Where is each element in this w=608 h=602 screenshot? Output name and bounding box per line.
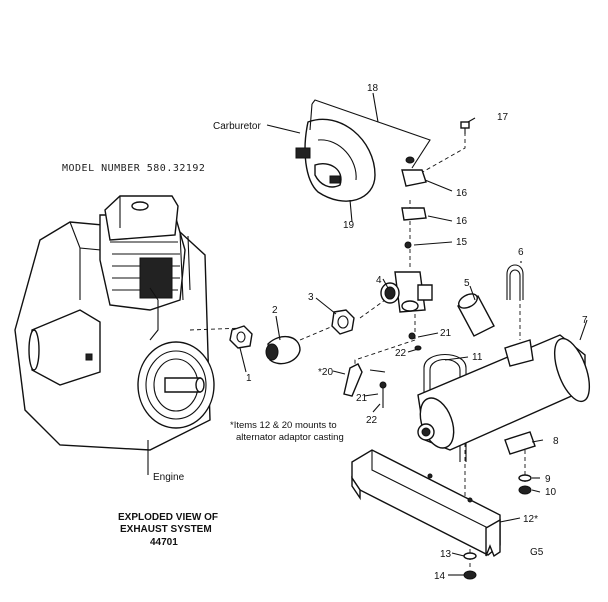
part-6-ubolt [506, 264, 524, 300]
title-line-1: EXPLODED VIEW OF [118, 512, 218, 523]
callout-5: 5 [464, 278, 470, 289]
part-8-clamp [504, 431, 536, 455]
note-line-2: alternator adaptor casting [236, 432, 344, 443]
part-5-nipple [457, 293, 495, 337]
callout-7: 7 [582, 315, 588, 326]
callout-22-upper: 22 [395, 348, 407, 359]
callout-19: 19 [343, 220, 355, 231]
callout-18: 18 [367, 83, 379, 94]
callout-16-upper: 16 [456, 188, 468, 199]
callout-4: 4 [376, 275, 382, 286]
callout-16-lower: 16 [456, 216, 468, 227]
label-engine: Engine [153, 472, 185, 483]
engine-illustration [14, 195, 215, 451]
callout-8: 8 [553, 436, 559, 447]
part-7-muffler [417, 334, 591, 451]
callout-17: 17 [497, 112, 509, 123]
part-16-clamps [401, 156, 427, 221]
callout-20: *20 [318, 367, 333, 378]
part-3-gasket [331, 309, 355, 335]
corner-code: G5 [530, 547, 544, 558]
title-line-3: 44701 [150, 537, 178, 548]
part-2-elbow [265, 335, 301, 365]
callout-12: 12* [523, 514, 538, 525]
callout-14: 14 [434, 571, 446, 582]
part-12-bracket [351, 449, 501, 558]
callout-9: 9 [545, 474, 551, 485]
note-line-1: *Items 12 & 20 mounts to [230, 420, 337, 431]
part-13-14-hardware [463, 552, 477, 580]
callout-6: 6 [518, 247, 524, 258]
part-15-stud [404, 241, 412, 249]
part-17-bolt [460, 121, 470, 134]
callout-3: 3 [308, 292, 314, 303]
carburetor-shield [295, 118, 376, 202]
callout-15: 15 [456, 237, 468, 248]
model-number: MODEL NUMBER 580.32192 [62, 163, 205, 174]
callout-21-upper: 21 [440, 328, 452, 339]
callout-10: 10 [545, 487, 557, 498]
callout-11: 11 [472, 352, 483, 363]
part-4-manifold [380, 271, 433, 313]
part-9-10-hardware [518, 474, 532, 495]
part-1-gasket [229, 325, 253, 349]
title-line-2: EXHAUST SYSTEM [120, 524, 212, 535]
leader-lines [147, 92, 588, 576]
callout-13: 13 [440, 549, 452, 560]
callout-21-lower: 21 [356, 393, 368, 404]
callout-1: 1 [246, 373, 252, 384]
part-20-21-22 [343, 332, 422, 408]
callout-2: 2 [272, 305, 278, 316]
part-18-rod [309, 99, 431, 169]
label-carburetor: Carburetor [213, 121, 261, 132]
callout-22-lower: 22 [366, 415, 378, 426]
